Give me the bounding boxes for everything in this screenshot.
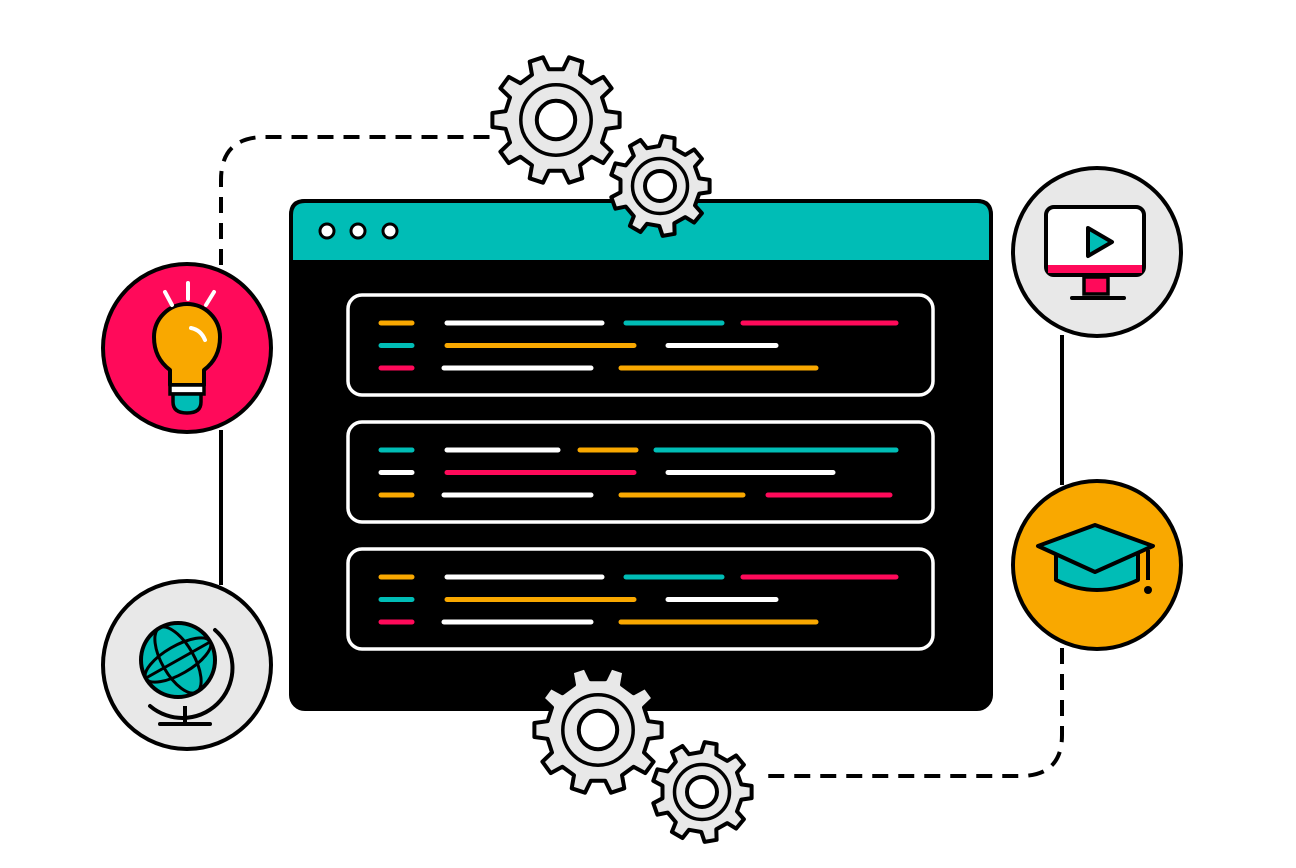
window-controls <box>318 222 399 240</box>
cap-board <box>1036 523 1155 574</box>
gear-icon <box>651 740 754 844</box>
code-panel-border <box>346 547 935 651</box>
globe-parallel <box>143 636 213 684</box>
code-panel <box>346 547 935 651</box>
bulb-glass <box>152 302 222 387</box>
code-panel <box>346 293 935 397</box>
globe-icon <box>101 579 273 751</box>
dashed-connector-top-left <box>219 135 490 265</box>
gear-hole <box>685 775 719 809</box>
window-dot <box>381 222 399 240</box>
window-dot <box>349 222 367 240</box>
lightbulb-icon <box>101 262 273 434</box>
gear-inner-ring <box>561 693 635 767</box>
light-ray <box>204 290 216 307</box>
graduation-cap-icon <box>1011 479 1183 651</box>
code-panels <box>346 293 935 651</box>
gear-hole <box>576 708 620 752</box>
play-icon <box>1086 226 1114 258</box>
bulb-shine <box>189 326 207 342</box>
code-panel-border <box>346 293 935 397</box>
code-panel-border <box>346 420 935 524</box>
light-ray <box>163 290 174 307</box>
window-frame <box>289 199 993 711</box>
gear-hole <box>643 169 677 203</box>
gear-icon <box>532 665 664 795</box>
gear-icon <box>490 55 622 185</box>
window-dot <box>318 222 336 240</box>
gear-inner-ring <box>630 156 690 216</box>
gear-hole <box>534 98 578 142</box>
gear-inner-ring <box>672 762 732 822</box>
monitor-bar <box>1048 265 1142 273</box>
code-panel <box>346 420 935 524</box>
globe-equator <box>145 640 211 680</box>
cap-tassel-end <box>1144 586 1152 594</box>
icon-badges <box>101 166 1183 751</box>
video-monitor-icon <box>1011 166 1183 338</box>
monitor-neck <box>1082 275 1110 296</box>
gears <box>490 55 754 844</box>
gear-inner-ring <box>519 83 593 157</box>
bulb-base <box>171 392 203 415</box>
globe-arm <box>148 628 235 720</box>
code-window <box>289 199 993 711</box>
connectors <box>219 135 1064 778</box>
gear-icon <box>609 134 712 238</box>
dashed-connector-bottom-right <box>760 648 1064 778</box>
